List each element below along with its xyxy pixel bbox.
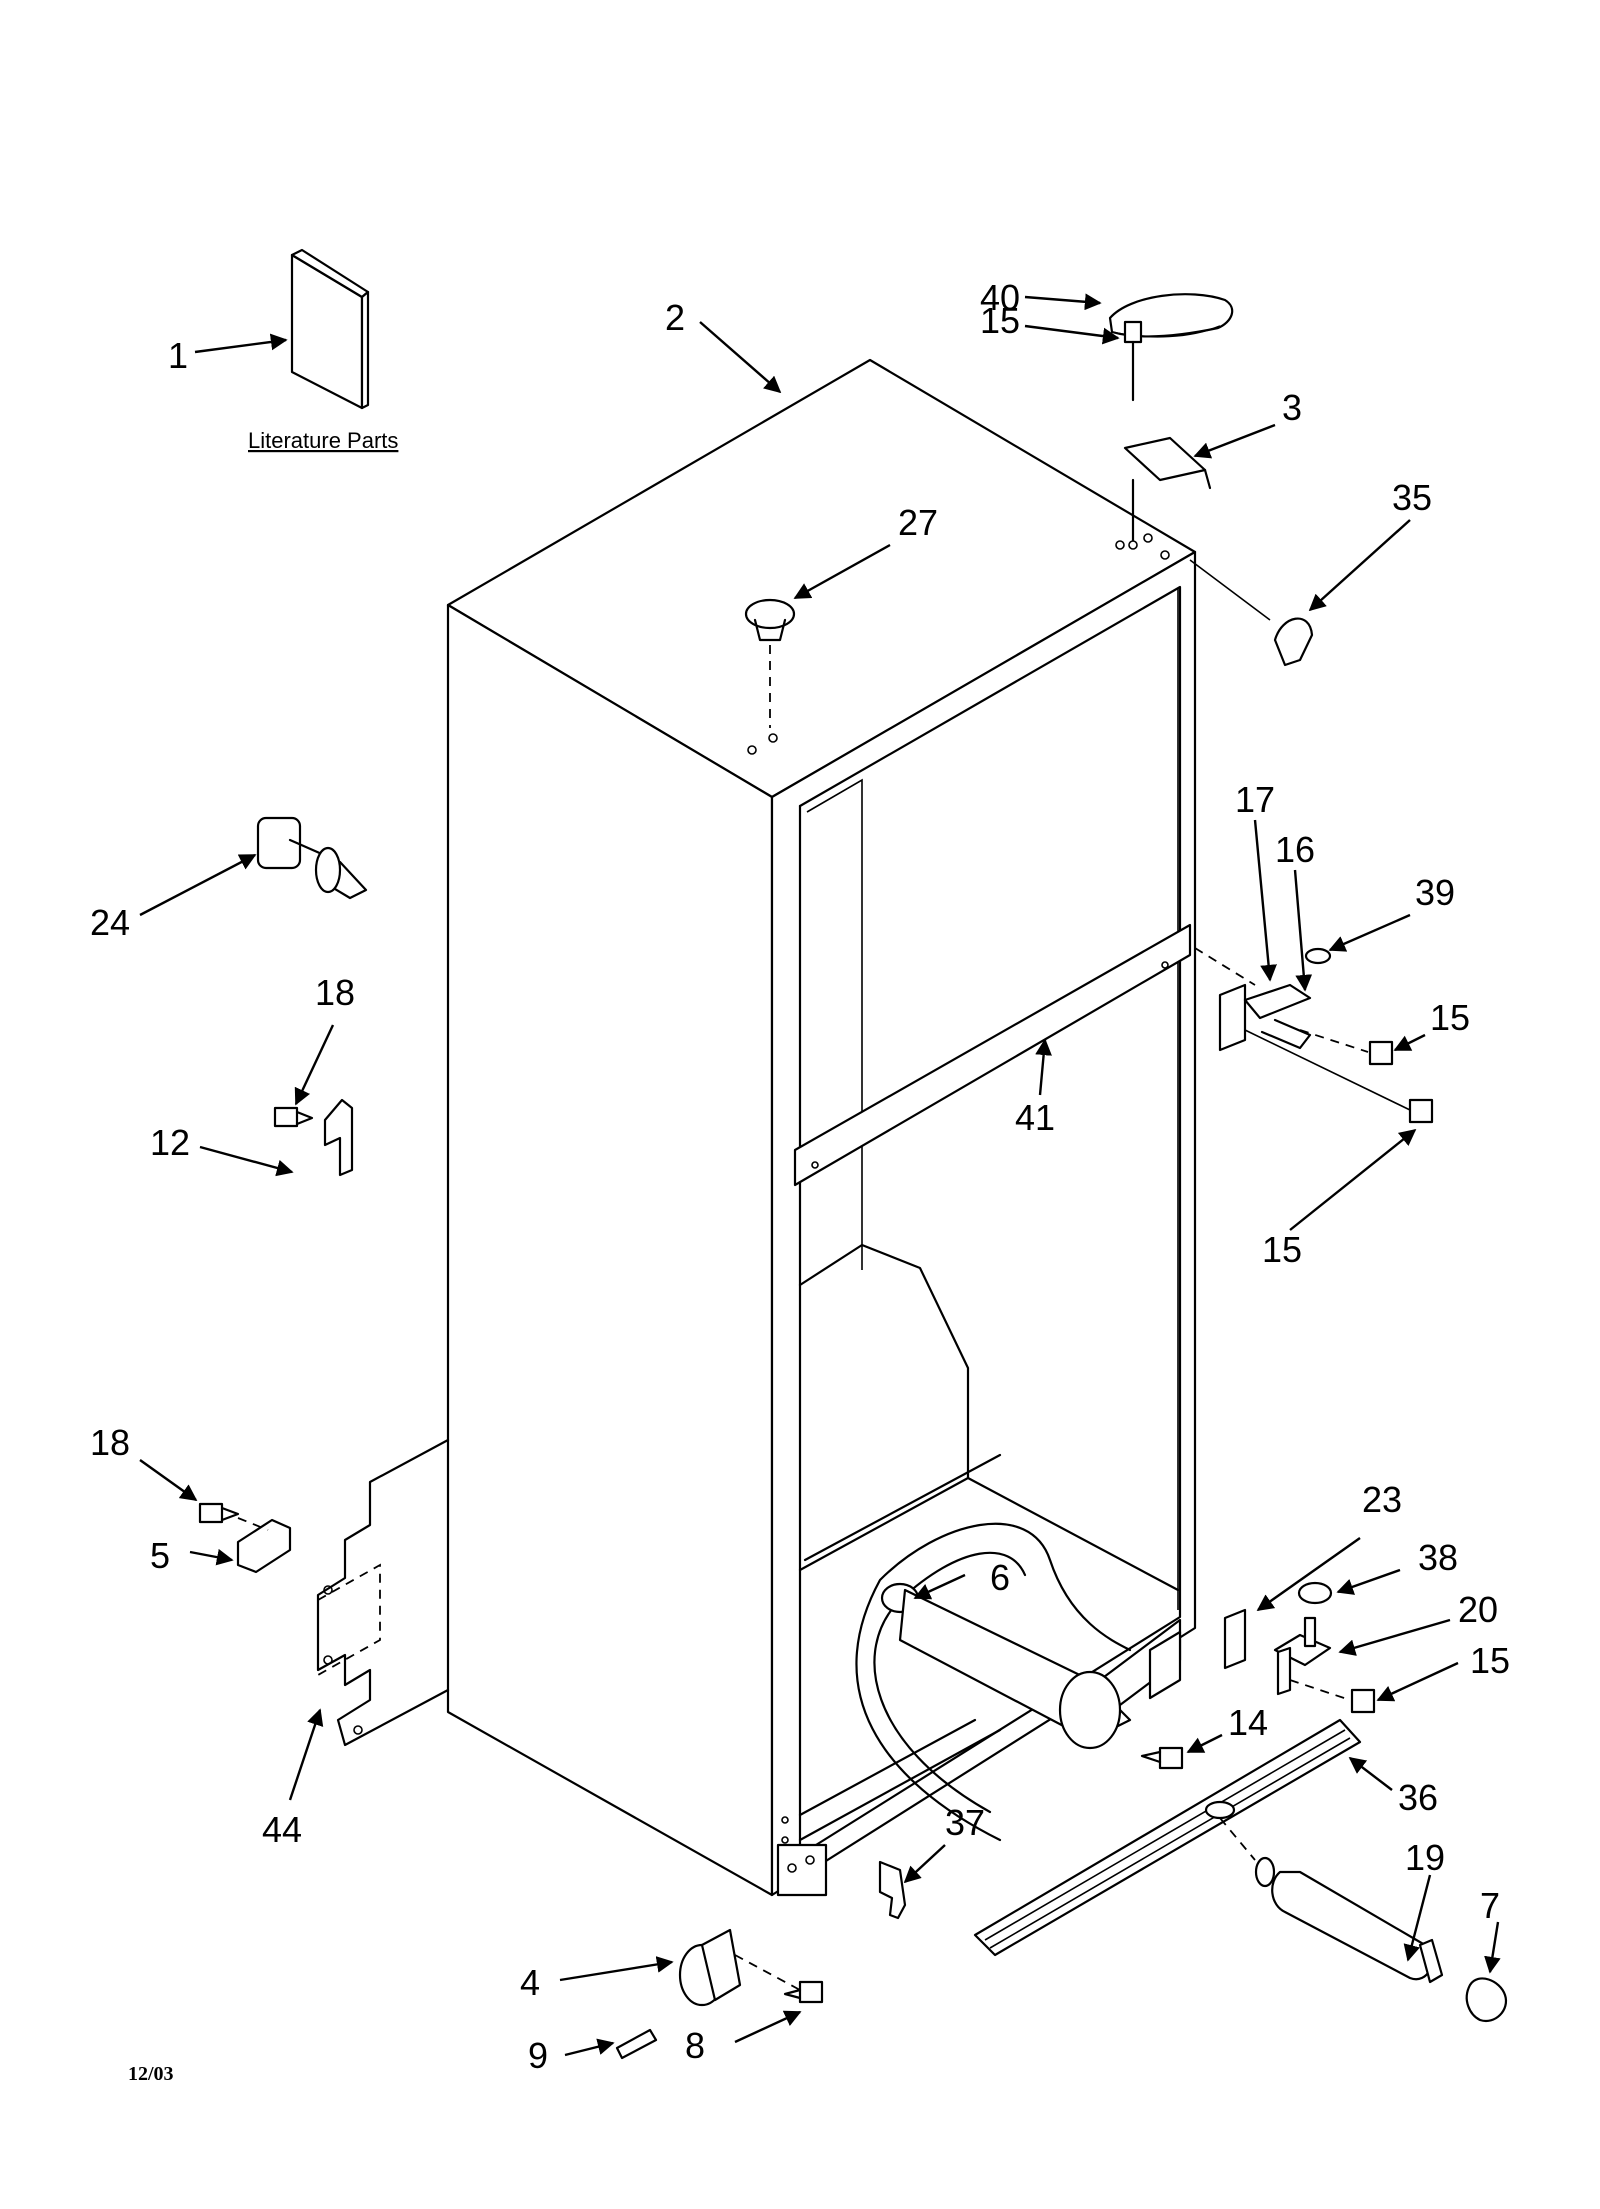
callout-15-bottom: 15 bbox=[1470, 1640, 1510, 1681]
plug-27-drawing bbox=[744, 598, 796, 728]
callout-3: 3 bbox=[1282, 387, 1302, 428]
mid-hinge-drawing bbox=[1194, 947, 1434, 1124]
callout-15-top: 15 bbox=[980, 300, 1020, 341]
callout-35: 35 bbox=[1392, 477, 1432, 518]
cabinet-drawing bbox=[446, 358, 1197, 1897]
callout-12: 12 bbox=[150, 1122, 190, 1163]
callout-18-upper: 18 bbox=[315, 972, 355, 1013]
callout-20: 20 bbox=[1458, 1589, 1498, 1630]
callout-40: 40 bbox=[980, 277, 1020, 318]
callout-4: 4 bbox=[520, 1962, 540, 2003]
bracket-12-drawing bbox=[273, 1098, 354, 1177]
callout-39: 39 bbox=[1415, 872, 1455, 913]
callout-5: 5 bbox=[150, 1535, 170, 1576]
callout-6: 6 bbox=[990, 1557, 1010, 1598]
clip-37-drawing bbox=[878, 1860, 907, 1920]
top-hinge-drawing bbox=[1108, 293, 1234, 550]
clip-5-drawing bbox=[198, 1502, 292, 1574]
callout-18-lower: 18 bbox=[90, 1422, 130, 1463]
date-code: 12/03 bbox=[128, 2063, 174, 2085]
callout-8: 8 bbox=[685, 2025, 705, 2066]
callout-labels: 1 2 40 15 3 27 35 24 17 16 39 15 18 12 4… bbox=[90, 277, 1510, 2076]
callout-2: 2 bbox=[665, 297, 685, 338]
callout-36: 36 bbox=[1398, 1777, 1438, 1818]
literature-parts-caption: Literature Parts bbox=[248, 428, 398, 453]
screw-14-drawing bbox=[1140, 1746, 1184, 1770]
clip-35-drawing bbox=[1189, 559, 1314, 667]
roller-4-drawing bbox=[615, 1928, 824, 2060]
callout-44: 44 bbox=[262, 1809, 302, 1850]
callout-19: 19 bbox=[1405, 1837, 1445, 1878]
callout-41: 41 bbox=[1015, 1097, 1055, 1138]
callout-17: 17 bbox=[1235, 779, 1275, 820]
callout-7: 7 bbox=[1480, 1885, 1500, 1926]
callout-1: 1 bbox=[168, 335, 188, 376]
callout-38: 38 bbox=[1418, 1537, 1458, 1578]
filter-housing-6-drawing bbox=[855, 1522, 1132, 1842]
callout-37: 37 bbox=[945, 1802, 985, 1843]
callout-15-mid: 15 bbox=[1430, 997, 1470, 1038]
callout-24: 24 bbox=[90, 902, 130, 943]
literature-booklet-drawing bbox=[290, 248, 370, 410]
filter-cartridge-19-drawing bbox=[1254, 1856, 1508, 2023]
callout-27: 27 bbox=[898, 502, 938, 543]
lower-hinge-drawing bbox=[1223, 1581, 1376, 1714]
door-stop-24-drawing bbox=[256, 816, 368, 900]
callout-14: 14 bbox=[1228, 1702, 1268, 1743]
callout-16: 16 bbox=[1275, 829, 1315, 870]
side-panel-44-drawing bbox=[316, 1438, 450, 1747]
leader-arrows bbox=[139, 293, 1501, 2057]
callout-23: 23 bbox=[1362, 1479, 1402, 1520]
callout-15-lower: 15 bbox=[1262, 1229, 1302, 1270]
grille-36-drawing bbox=[973, 1718, 1362, 1957]
callout-9: 9 bbox=[528, 2035, 548, 2076]
